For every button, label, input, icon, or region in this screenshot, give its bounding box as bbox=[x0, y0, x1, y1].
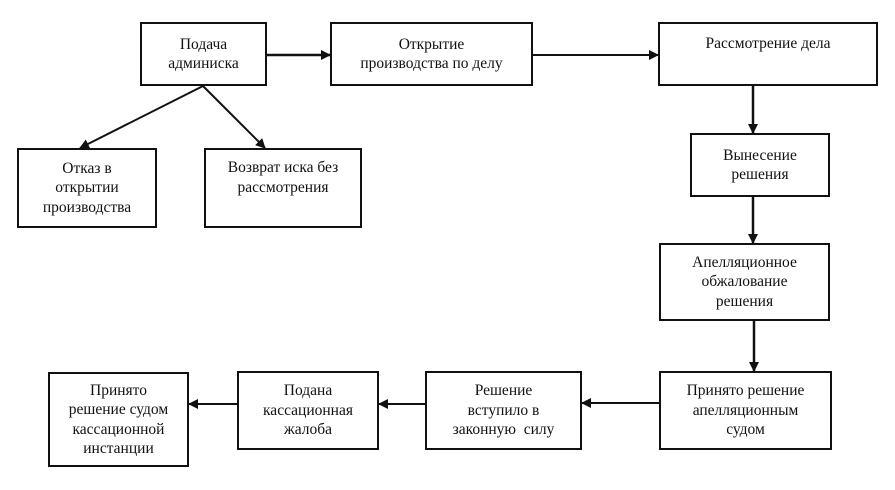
node-refusal-line: Отказ в bbox=[62, 159, 112, 177]
node-cassation-ruling: Принято решение судом кассационной инста… bbox=[48, 372, 189, 467]
node-in-force: Решение вступило в законную силу bbox=[425, 371, 582, 450]
node-appeal-line: обжалование bbox=[701, 273, 788, 291]
node-return-line: рассмотрения bbox=[237, 178, 329, 196]
node-filing-line: админиска bbox=[168, 55, 239, 72]
node-decision-line: решения bbox=[731, 166, 789, 183]
node-review: Рассмотрение дела bbox=[658, 22, 878, 86]
node-filing: Подача админиска bbox=[140, 22, 267, 86]
node-cassation-ruling-line: кассационной bbox=[72, 420, 165, 438]
node-appeal-line: Апелляционное bbox=[692, 253, 797, 271]
node-cassation-filed-line: кассационная bbox=[263, 401, 353, 419]
node-opening-line: производства по делу bbox=[360, 55, 503, 72]
node-decision-line: Вынесение bbox=[723, 146, 797, 164]
node-in-force-line: Решение bbox=[474, 382, 533, 400]
node-in-force-line: вступило в bbox=[467, 401, 540, 419]
node-decision: Вынесение решения bbox=[690, 133, 830, 197]
node-appeal-ruling-line: Принято решение bbox=[686, 382, 805, 400]
node-cassation-filed-line: Подана bbox=[283, 382, 333, 400]
node-appeal-ruling-line: судом bbox=[726, 421, 765, 439]
node-cassation-ruling-line: Принято bbox=[90, 381, 147, 399]
node-cassation-filed-line: жалоба bbox=[284, 421, 332, 439]
node-appeal-ruling-line: апелляционным bbox=[692, 401, 799, 419]
node-appeal: Апелляционное обжалование решения bbox=[659, 243, 830, 321]
node-return-line: Возврат иска без bbox=[227, 159, 339, 176]
node-review-line: Рассмотрение дела bbox=[705, 35, 831, 52]
arrow-filing-to-refusal bbox=[79, 85, 204, 149]
node-cassation-ruling-line: решение судом bbox=[68, 401, 169, 418]
node-in-force-line: законную силу bbox=[452, 421, 555, 439]
node-cassation-ruling-line: инстанции bbox=[83, 440, 154, 457]
node-refusal-line: производства bbox=[42, 198, 132, 216]
node-opening-line: Открытие bbox=[398, 35, 465, 53]
node-opening: Открытие производства по делу bbox=[330, 22, 533, 86]
node-cassation-filed: Подана кассационная жалоба bbox=[237, 371, 379, 450]
node-appeal-ruling: Принято решение апелляционным судом bbox=[659, 371, 832, 450]
node-return: Возврат иска без рассмотрения bbox=[204, 148, 362, 228]
node-filing-line: Подача bbox=[179, 35, 228, 53]
arrow-filing-to-return bbox=[202, 85, 266, 149]
node-appeal-line: решения bbox=[715, 292, 774, 310]
node-refusal-line: открытии bbox=[55, 179, 119, 197]
node-refusal: Отказ в открытии производства bbox=[17, 148, 157, 228]
